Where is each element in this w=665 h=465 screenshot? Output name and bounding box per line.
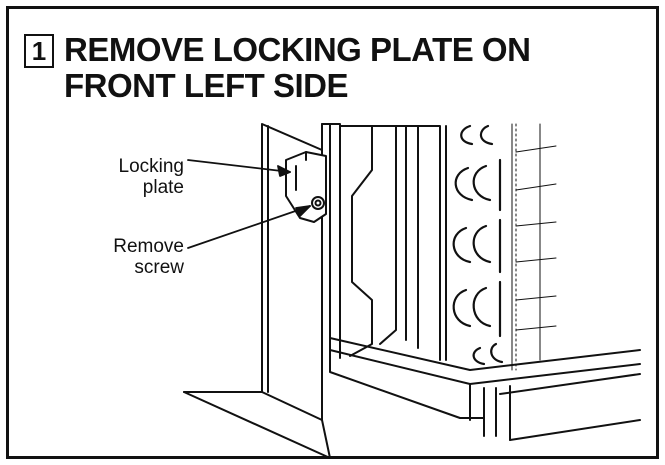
front-corner-post [321,123,341,359]
locking-plate-label-line-1: Locking [118,156,185,177]
locking-plate-label: Locking plate [86,156,185,198]
remove-screw-label-line-2: screw [134,257,184,278]
step-number-badge: 1 [24,34,54,68]
screw-icon [311,196,325,210]
inner-panel [339,125,447,361]
locking-plate-label-line-2: plate [142,177,184,198]
instruction-panel [6,6,659,459]
locking-plate-leader [187,159,291,177]
step-title-line-1: REMOVE LOCKING PLATE ON [64,31,531,68]
remove-screw-leader [187,205,311,249]
coil-fins [511,123,557,371]
base-pan [329,337,641,441]
coil-bends [452,124,504,366]
step-title: REMOVE LOCKING PLATE ON FRONT LEFT SIDE [64,32,644,104]
remove-screw-label-line-1: Remove [113,236,184,257]
step-title-line-2: FRONT LEFT SIDE [64,67,349,104]
remove-screw-label: Remove screw [86,236,184,278]
